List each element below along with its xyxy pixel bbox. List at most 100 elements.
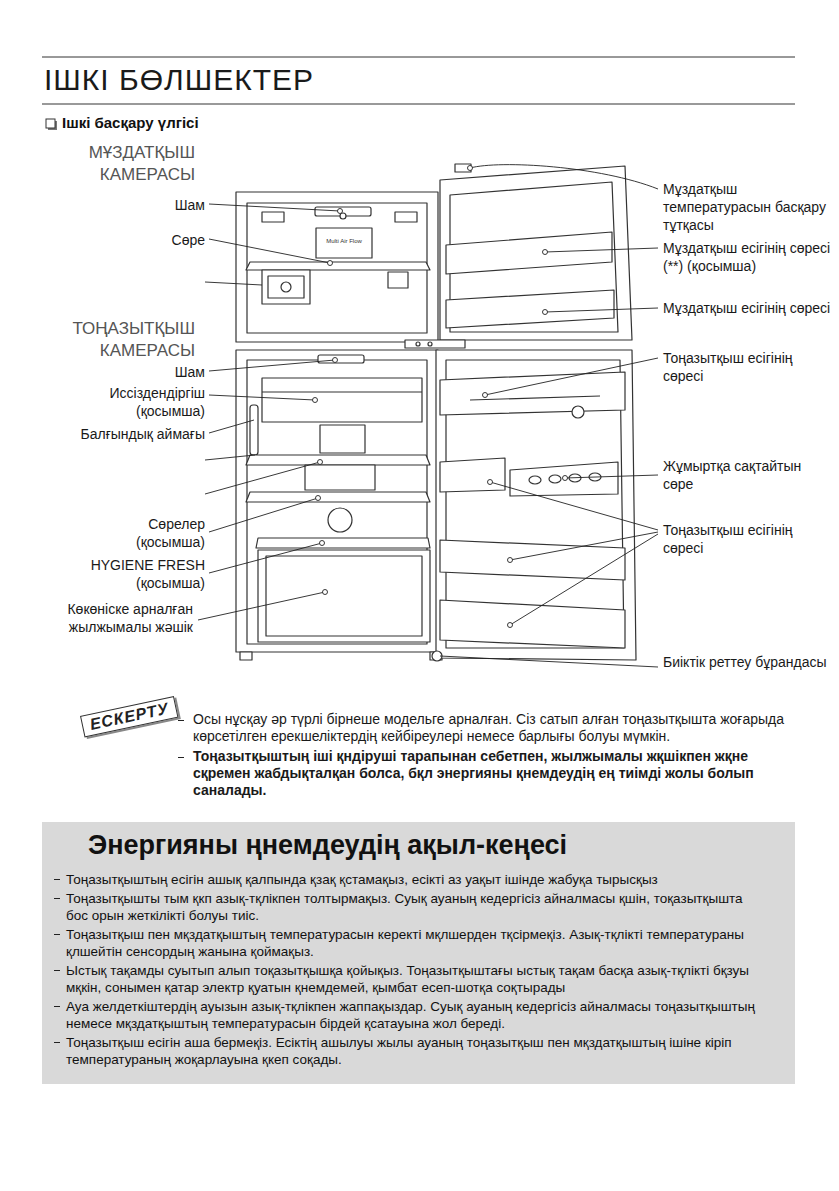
refrigerator-drawing-part — [318, 355, 364, 363]
tip-item: Ауа желдеткіштердің ауызын азық-тқлікпен… — [54, 998, 765, 1032]
refrigerator-drawing-part — [305, 465, 375, 490]
part-label: Иссіздендіргіш (қосымша) — [90, 384, 205, 420]
part-label: HYGIENE FRESH (қосымша) — [40, 556, 205, 592]
leader-lines-part — [470, 165, 658, 189]
refrigerator-drawing-part — [510, 462, 618, 496]
refrigerator-drawing-part — [256, 538, 430, 548]
refrigerator-drawing-part — [316, 228, 372, 258]
leader-lines-part — [545, 308, 658, 312]
leader-lines-part — [209, 204, 340, 211]
leader-lines-part — [198, 592, 325, 620]
compartment-heading: МҰЗДАТҚЫШ КАМЕРАСЫ — [20, 142, 195, 186]
refrigerator-drawing-part — [470, 396, 600, 400]
leader-dots-part — [318, 460, 323, 465]
leader-lines-part — [209, 360, 335, 371]
leader-dots-part — [468, 166, 473, 171]
note-text: Осы нұсқау әр түрлі бірнеше модельге арн… — [193, 711, 788, 745]
part-label: Тоңазытқыш есігінің сөресі — [663, 521, 831, 557]
tip-item: Ыстық тақамды суытып алып тоқазытқышқа қ… — [54, 962, 765, 996]
header-rule-part — [42, 57, 795, 58]
refrigerator-drawing-part — [416, 342, 420, 346]
panel-heading-row: Энергияны ңнемдеудің ақыл-кеңесі — [54, 830, 765, 861]
leader-dots-part — [508, 558, 513, 563]
part-label: Сөре — [20, 231, 205, 249]
tip-text: Ауа желдеткіштердің ауызын азық-тқлікпен… — [66, 998, 765, 1032]
refrigerator-drawing-part — [236, 192, 438, 342]
tip-item: Тоңазытқыш есігін аша бермеқіз. Есіктің … — [54, 1034, 765, 1068]
header-rule-part — [42, 103, 795, 105]
note-item: Тоңазытқыштың ішi қндіруші тарапынан себ… — [178, 748, 788, 799]
refrigerator-drawing-part — [268, 276, 304, 298]
tip-text: Тоңазытқышты тым қкп азық-тқлікпен толты… — [66, 890, 765, 924]
leader-lines-part — [490, 482, 658, 530]
refrigerator-drawing — [236, 164, 636, 661]
bullet-dash — [54, 879, 60, 880]
refrigerator-drawing-part — [246, 262, 430, 270]
leader-lines-part — [545, 248, 658, 252]
refrigerator-drawing-part — [395, 212, 417, 222]
part-label: Шам — [20, 196, 205, 214]
part-label: Биіктік реттеу бұрандасы — [663, 653, 831, 671]
refrigerator-drawing-part — [388, 272, 408, 288]
refrigerator-drawing-part — [440, 166, 632, 340]
tip-text: Ыстық тақамды суытып алып тоқазытқышқа қ… — [66, 962, 765, 996]
header-rule — [42, 57, 795, 104]
leader-dots-part — [508, 623, 513, 628]
tip-item: Тоңазытқыштың есігін ашық қалпында қзақ … — [54, 871, 765, 888]
leader-dots-part — [563, 476, 568, 481]
refrigerator-drawing-part — [266, 556, 422, 636]
leader-lines-part — [510, 532, 658, 560]
leader-dots-part — [488, 480, 493, 485]
leader-dots — [313, 166, 568, 628]
part-label: Мұздатқыш есігінің сөресі — [663, 299, 831, 317]
leader-dots-part — [316, 496, 321, 501]
refrigerator-drawing-part — [340, 213, 346, 219]
tip-text: Тоңазытқыш пен мқздатқыштың температурас… — [66, 926, 765, 960]
leader-lines-part — [209, 498, 318, 532]
part-label: Балғындық аймағы — [20, 425, 205, 443]
refrigerator-drawing-part — [405, 340, 465, 348]
leader-lines-part — [565, 475, 658, 478]
refrigerator-drawing-part — [446, 290, 614, 328]
leader-dots-part — [543, 250, 548, 255]
part-label: Жұмыртқа сақтайтын сөре — [663, 457, 831, 493]
checkbox-symbol-part — [46, 119, 55, 128]
part-label: Шам — [20, 363, 205, 381]
tips-panel: Энергияны ңнемдеудің ақыл-кеңесіТоңазытқ… — [42, 822, 795, 1084]
leader-lines-part — [209, 395, 315, 400]
stamp-row: ЕСКЕРТУ — [88, 700, 170, 734]
leader-dots-part — [323, 590, 328, 595]
refrigerator-drawing-part — [440, 458, 505, 492]
leader-lines-part — [209, 543, 322, 573]
leader-lines-part — [209, 239, 330, 263]
compartment-heading: ТОҢАЗЫТҚЫШ КАМЕРАСЫ — [20, 318, 195, 362]
refrigerator-drawing-part — [440, 372, 625, 415]
refrigerator-drawing-part — [320, 425, 365, 453]
leader-dots-part — [338, 209, 343, 214]
note-stamp: ЕСКЕРТУ — [80, 696, 179, 738]
part-label: Көкөніске арналған жылжымалы жәшік — [20, 600, 193, 636]
leader-lines-part — [440, 656, 658, 667]
refrigerator-drawing-part — [428, 342, 432, 346]
part-label: Тоңазытқыш есігінің сөресі — [663, 349, 831, 385]
leader-dots-part — [483, 393, 488, 398]
part-label: Мұздатқыш есігінің сөресі (**) (қосымша) — [663, 239, 831, 275]
bullet-dash — [54, 970, 60, 971]
refrigerator-drawing-part — [258, 550, 430, 642]
refrigerator-drawing-part — [262, 391, 422, 392]
refrigerator-drawing-part — [328, 508, 352, 532]
refrigerator-drawing-part — [446, 232, 612, 274]
refrigerator-drawing-part — [281, 282, 291, 292]
leader-lines-part — [485, 358, 658, 395]
leader-lines — [198, 165, 658, 667]
refrigerator-drawing-part — [262, 270, 310, 304]
refrigerator-drawing-part — [440, 600, 625, 648]
panel-marking: Multi Air Flow — [318, 237, 370, 245]
leader-lines-part — [510, 534, 658, 625]
note-block: Осы нұсқау әр түрлі бірнеше модельге арн… — [178, 711, 788, 802]
refrigerator-drawing-part — [436, 350, 636, 660]
bullet-dash — [178, 720, 184, 721]
tip-item: Тоңазытқыш пен мқздатқыштың температурас… — [54, 926, 765, 960]
leader-dots-part — [543, 310, 548, 315]
